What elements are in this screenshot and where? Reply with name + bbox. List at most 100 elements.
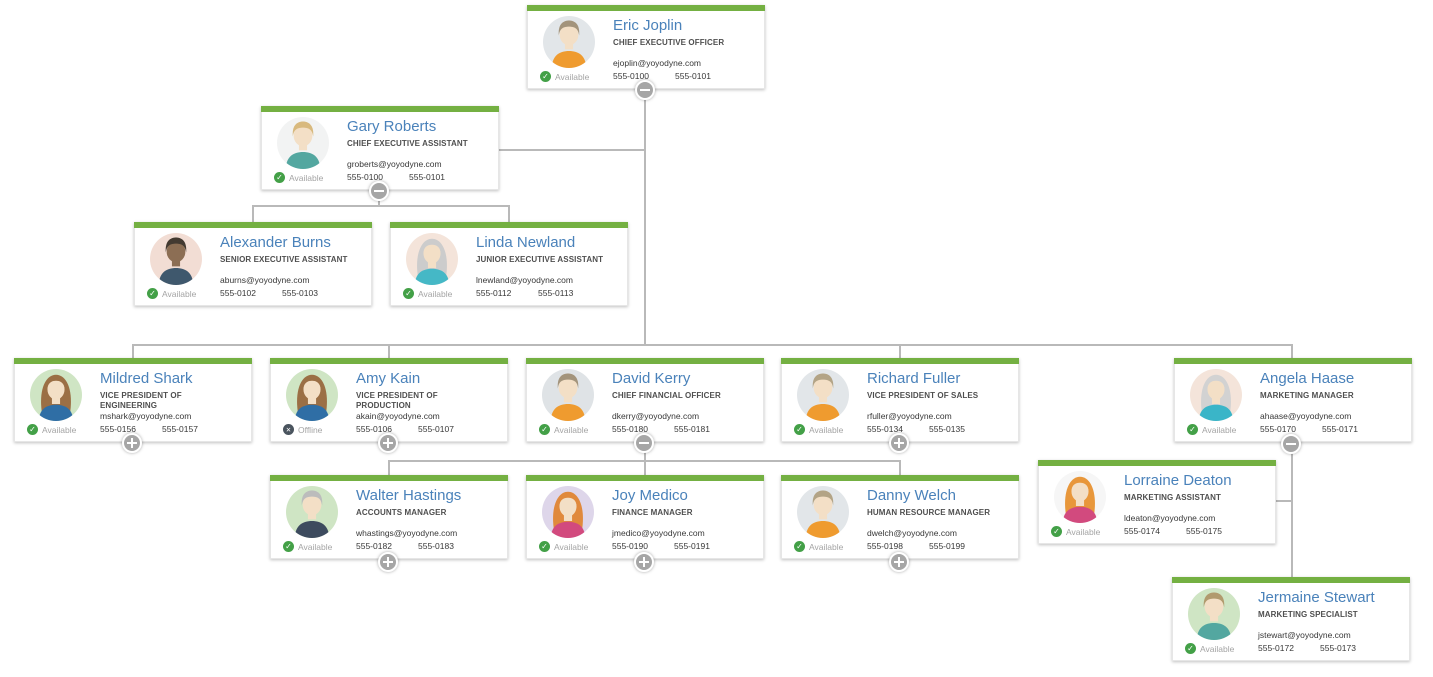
person-phone-secondary: 555-0113 — [538, 288, 574, 298]
person-phone-primary: 555-0106 — [356, 424, 392, 434]
status-badge: Available — [283, 541, 343, 552]
person-name[interactable]: Lorraine Deaton — [1124, 472, 1232, 489]
person-phone-primary: 555-0102 — [220, 288, 256, 298]
card-accent-bar — [134, 222, 372, 228]
person-email: ldeaton@yoyodyne.com — [1124, 513, 1216, 523]
status-label: Available — [1202, 424, 1237, 435]
avatar — [30, 369, 82, 421]
status-label: Available — [555, 71, 590, 82]
status-badge: Available — [147, 288, 207, 299]
expand-toggle-icon[interactable] — [378, 552, 398, 572]
connector-line — [899, 344, 901, 358]
presence-available-icon — [283, 541, 294, 552]
connector-line — [899, 460, 901, 475]
person-title: CHIEF FINANCIAL OFFICER — [612, 391, 721, 400]
person-phone-secondary: 555-0173 — [1320, 643, 1356, 653]
status-label: Offline — [298, 424, 323, 435]
person-name[interactable]: Walter Hastings — [356, 487, 462, 504]
person-phone-secondary: 555-0103 — [282, 288, 318, 298]
person-card-linda-newland[interactable]: Available Linda Newland JUNIOR EXECUTIVE… — [390, 222, 628, 306]
presence-available-icon — [274, 172, 285, 183]
person-name[interactable]: Danny Welch — [867, 487, 956, 504]
person-name[interactable]: Mildred Shark — [100, 370, 193, 387]
avatar — [543, 16, 595, 68]
status-label: Available — [42, 424, 77, 435]
person-card-alexander-burns[interactable]: Available Alexander Burns SENIOR EXECUTI… — [134, 222, 372, 306]
person-email: whastings@yoyodyne.com — [356, 528, 458, 538]
person-phone-primary: 555-0134 — [867, 424, 903, 434]
presence-available-icon — [539, 424, 550, 435]
person-card-walter-hastings[interactable]: Available Walter Hastings ACCOUNTS MANAG… — [270, 475, 508, 559]
card-accent-bar — [526, 475, 764, 481]
person-title: VICE PRESIDENT OF SALES — [867, 391, 979, 400]
presence-available-icon — [403, 288, 414, 299]
person-card-richard-fuller[interactable]: Available Richard Fuller VICE PRESIDENT … — [781, 358, 1019, 442]
person-phone-secondary: 555-0183 — [418, 541, 454, 551]
person-title: JUNIOR EXECUTIVE ASSISTANT — [476, 255, 604, 264]
person-card-joy-medico[interactable]: Available Joy Medico FINANCE MANAGER jme… — [526, 475, 764, 559]
person-phone-secondary: 555-0101 — [675, 71, 711, 81]
card-accent-bar — [270, 358, 508, 364]
expand-toggle-icon[interactable] — [378, 433, 398, 453]
collapse-toggle-icon[interactable] — [635, 80, 655, 100]
expand-toggle-icon[interactable] — [122, 433, 142, 453]
status-badge: Available — [403, 288, 463, 299]
status-label: Available — [1066, 526, 1101, 537]
person-phone-secondary: 555-0181 — [674, 424, 710, 434]
expand-toggle-icon[interactable] — [634, 552, 654, 572]
presence-available-icon — [539, 541, 550, 552]
person-email: akain@yoyodyne.com — [356, 411, 440, 421]
person-name[interactable]: Linda Newland — [476, 234, 576, 251]
person-card-danny-welch[interactable]: Available Danny Welch HUMAN RESOURCE MAN… — [781, 475, 1019, 559]
status-badge: Available — [1051, 526, 1111, 537]
expand-toggle-icon[interactable] — [889, 552, 909, 572]
person-name[interactable]: Amy Kain — [356, 370, 421, 387]
person-name[interactable]: Jermaine Stewart — [1258, 589, 1375, 606]
person-email: dkerry@yoyodyne.com — [612, 411, 700, 421]
person-title: MARKETING SPECIALIST — [1258, 610, 1358, 619]
person-title: ACCOUNTS MANAGER — [356, 508, 447, 517]
connector-line — [499, 149, 646, 151]
person-phone-secondary: 555-0135 — [929, 424, 965, 434]
avatar — [1190, 369, 1242, 421]
person-name[interactable]: Joy Medico — [612, 487, 688, 504]
person-name[interactable]: Gary Roberts — [347, 118, 437, 135]
person-card-eric-joplin[interactable]: Available Eric Joplin CHIEF EXECUTIVE OF… — [527, 5, 765, 89]
person-title: MARKETING ASSISTANT — [1124, 493, 1222, 502]
person-phone-primary: 555-0112 — [476, 288, 512, 298]
collapse-toggle-icon[interactable] — [634, 433, 654, 453]
person-name[interactable]: Eric Joplin — [613, 17, 683, 34]
person-card-david-kerry[interactable]: Available David Kerry CHIEF FINANCIAL OF… — [526, 358, 764, 442]
person-name[interactable]: Alexander Burns — [220, 234, 331, 251]
card-accent-bar — [781, 475, 1019, 481]
person-title: FINANCE MANAGER — [612, 508, 693, 517]
expand-toggle-icon[interactable] — [889, 433, 909, 453]
person-card-lorraine-deaton[interactable]: Available Lorraine Deaton MARKETING ASSI… — [1038, 460, 1276, 544]
connector-line — [644, 460, 646, 475]
collapse-toggle-icon[interactable] — [1281, 434, 1301, 454]
connector-line — [1291, 441, 1293, 578]
card-accent-bar — [1174, 358, 1412, 364]
status-label: Available — [554, 541, 589, 552]
avatar — [150, 233, 202, 285]
status-label: Available — [298, 541, 333, 552]
card-accent-bar — [390, 222, 628, 228]
person-name[interactable]: David Kerry — [612, 370, 691, 387]
presence-available-icon — [794, 424, 805, 435]
status-label: Available — [809, 541, 844, 552]
card-accent-bar — [781, 358, 1019, 364]
avatar — [542, 369, 594, 421]
person-card-jermaine-stewart[interactable]: Available Jermaine Stewart MARKETING SPE… — [1172, 577, 1410, 661]
person-card-mildred-shark[interactable]: Available Mildred Shark VICE PRESIDENT O… — [14, 358, 252, 442]
status-badge: Available — [1185, 643, 1245, 654]
person-phone-primary: 555-0198 — [867, 541, 903, 551]
presence-available-icon — [794, 541, 805, 552]
status-badge: Available — [27, 424, 87, 435]
collapse-toggle-icon[interactable] — [369, 181, 389, 201]
person-card-amy-kain[interactable]: Offline Amy Kain VICE PRESIDENT OF PRODU… — [270, 358, 508, 442]
person-name[interactable]: Richard Fuller — [867, 370, 961, 387]
person-card-gary-roberts[interactable]: Available Gary Roberts CHIEF EXECUTIVE A… — [261, 106, 499, 190]
connector-line — [388, 460, 390, 475]
person-card-angela-haase[interactable]: Available Angela Haase MARKETING MANAGER… — [1174, 358, 1412, 442]
person-name[interactable]: Angela Haase — [1260, 370, 1355, 387]
